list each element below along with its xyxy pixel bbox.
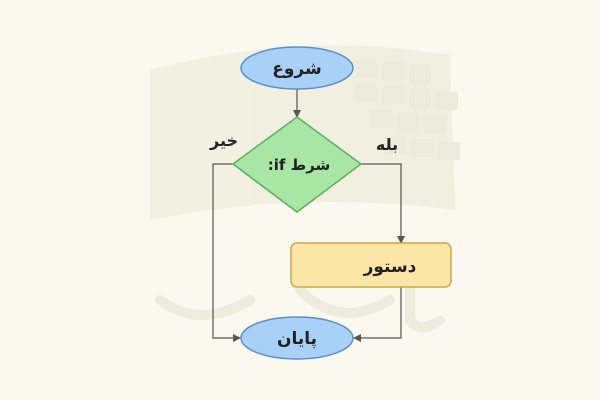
condition-node: شرط if:	[231, 116, 363, 213]
edge-yes	[361, 163, 405, 244]
edge-statement-to-end	[353, 287, 402, 342]
start-node: شروع	[240, 46, 354, 90]
condition-label: شرط if:	[268, 156, 331, 174]
edge-no	[212, 163, 241, 342]
no-label: خیر	[209, 131, 238, 150]
statement-label: دستور	[363, 257, 417, 277]
statement-node: دستور	[290, 242, 452, 288]
edges	[212, 89, 405, 342]
end-node: پایان	[240, 316, 354, 360]
end-label: پایان	[277, 329, 317, 349]
yes-label: بله	[376, 135, 398, 154]
start-label: شروع	[272, 59, 321, 79]
